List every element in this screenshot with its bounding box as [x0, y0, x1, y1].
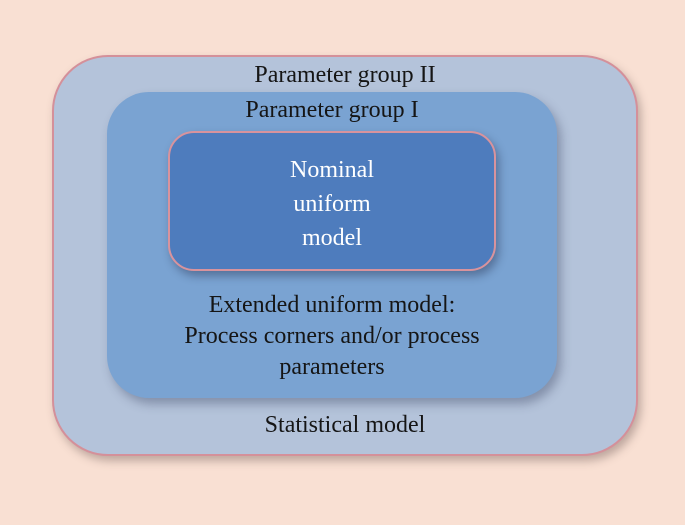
- nominal-text-line: uniform: [293, 191, 371, 217]
- extended-text-line: Extended uniform model:: [208, 292, 456, 318]
- nominal-uniform-model-text: Nominal uniform model: [170, 153, 494, 255]
- parameter-group-ii-label: Parameter group II: [254, 62, 436, 88]
- extended-text-line: Process corners and/or process: [184, 323, 480, 349]
- extended-text-line: parameters: [279, 354, 385, 380]
- parameter-group-i-label: Parameter group I: [245, 97, 419, 123]
- nominal-text-line: model: [302, 225, 362, 251]
- nominal-uniform-model-region: Nominal uniform model: [168, 131, 496, 271]
- nominal-text-line: Nominal: [290, 157, 374, 183]
- extended-uniform-model-text: Extended uniform model: Process corners …: [107, 290, 557, 383]
- statistical-model-label: Statistical model: [264, 412, 426, 438]
